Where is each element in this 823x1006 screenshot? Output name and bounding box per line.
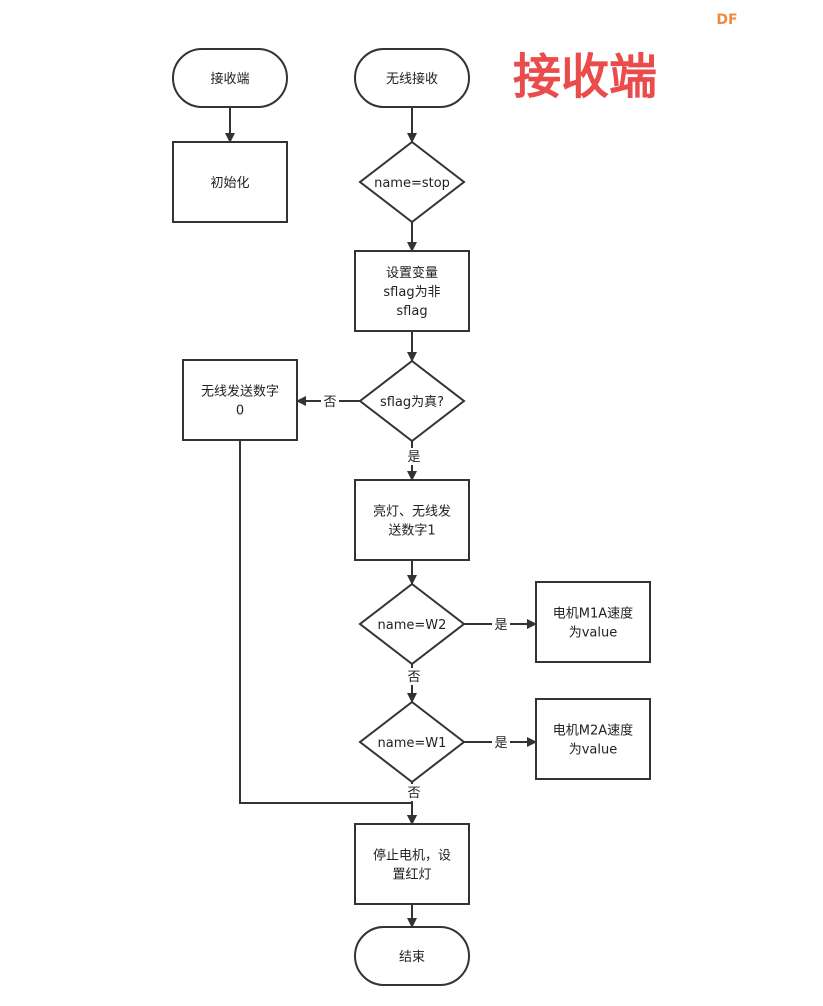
edge-label-cond_w2-to-cond_w1: 否 <box>407 670 420 685</box>
terminator-shape <box>354 926 470 986</box>
node-wireless_recv: 无线接收 <box>354 48 470 108</box>
node-text-light_send: 送数字1 <box>388 524 435 539</box>
edge-label-backing <box>405 784 423 801</box>
diagram-title: 接收端 <box>513 49 657 105</box>
process-box <box>354 823 470 905</box>
node-text-m2a: 为value <box>569 743 618 758</box>
node-text-set_sflag: 设置变量 <box>386 265 438 281</box>
node-cond_w2: name=W2 <box>358 582 466 666</box>
node-text-recv_start: 接收端 <box>210 71 249 87</box>
edge-label-cond_w2-to-m1a: 是 <box>494 618 507 633</box>
terminator-shape <box>354 48 470 108</box>
node-text-cond_w1: name=W1 <box>378 736 447 751</box>
node-text-m1a: 为value <box>569 626 618 641</box>
process-box <box>172 141 288 223</box>
decision-diamond <box>358 140 466 224</box>
node-text-send_zero: 0 <box>236 404 244 419</box>
node-text-send_zero: 无线发送数字 <box>201 384 279 400</box>
node-cond_w1: name=W1 <box>358 700 466 784</box>
corner-mark-logo: DF <box>716 12 737 28</box>
node-text-end: 结束 <box>399 950 425 965</box>
node-text-cond_sflag: sflag为真? <box>380 395 444 410</box>
edge-label-backing <box>405 448 423 465</box>
node-set_sflag: 设置变量 sflag为非 sflag <box>354 250 470 332</box>
node-end: 结束 <box>354 926 470 986</box>
node-text-cond_stop: name=stop <box>374 176 450 191</box>
node-text-light_send: 亮灯、无线发 <box>373 504 451 520</box>
edge-send_zero-to-stop_motor <box>239 440 417 825</box>
node-text-stop_motor: 置红灯 <box>392 867 431 883</box>
node-text-cond_w2: name=W2 <box>378 618 447 633</box>
node-text-set_sflag: sflag为非 <box>383 285 440 300</box>
decision-diamond <box>358 582 466 666</box>
edge-label-cond_w1-to-stop_motor: 否 <box>407 786 420 801</box>
node-text-init: 初始化 <box>210 176 249 191</box>
node-cond_sflag: sflag为真? <box>358 359 466 443</box>
process-box <box>535 698 651 780</box>
decision-diamond <box>358 359 466 443</box>
terminator-shape <box>172 48 288 108</box>
process-box <box>354 250 470 332</box>
node-text-m1a: 电机M1A速度 <box>553 606 633 622</box>
node-text-wireless_recv: 无线接收 <box>386 71 438 87</box>
process-box <box>182 359 298 441</box>
edge-label-backing <box>492 734 510 751</box>
node-cond_stop: name=stop <box>358 140 466 224</box>
node-text-stop_motor: 停止电机，设 <box>373 848 451 864</box>
decision-diamond <box>358 700 466 784</box>
edge-label-backing <box>405 668 423 685</box>
edge-label-backing <box>321 393 339 410</box>
node-text-set_sflag: sflag <box>396 304 427 319</box>
process-box <box>354 479 470 561</box>
node-init: 初始化 <box>172 141 288 223</box>
node-send_zero: 无线发送数字 0 <box>182 359 298 441</box>
edge-label-cond_w1-to-m2a: 是 <box>494 736 507 751</box>
process-box <box>535 581 651 663</box>
edge-label-cond_sflag-to-send_zero: 否 <box>323 395 336 410</box>
edge-label-backing <box>492 616 510 633</box>
node-text-m2a: 电机M2A速度 <box>553 723 633 739</box>
node-recv_start: 接收端 <box>172 48 288 108</box>
edge-label-cond_sflag-to-light_send: 是 <box>407 450 420 465</box>
